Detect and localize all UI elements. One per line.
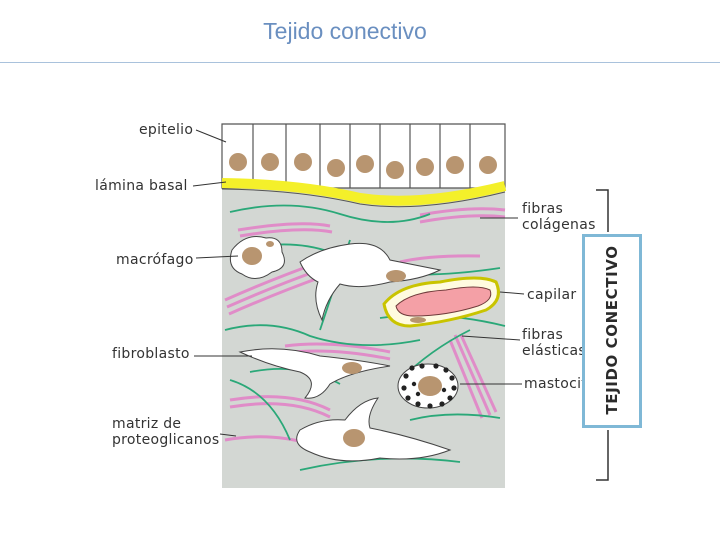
capillary xyxy=(382,276,500,328)
fibroblast xyxy=(296,397,452,462)
label-matriz-proteoglicanos: matriz de proteoglicanos xyxy=(112,416,220,448)
label-macrofago: macrófago xyxy=(116,252,194,268)
epithelial-nucleus xyxy=(294,153,312,171)
connective-tissue-bracket xyxy=(596,189,609,481)
label-epitelio: epitelio xyxy=(139,122,194,138)
slide-title: Tejido conectivo xyxy=(263,18,427,44)
label-fibras-elasticas: fibras elásticas xyxy=(522,327,587,359)
epithelial-nucleus xyxy=(229,153,247,171)
epithelial-nucleus xyxy=(386,161,404,179)
epithelial-nucleus xyxy=(327,159,345,177)
label-fibras-colagenas: fibras colágenas xyxy=(522,201,596,233)
fibroblast xyxy=(299,242,442,322)
epithelial-nucleus xyxy=(261,153,279,171)
label-fibroblasto: fibroblasto xyxy=(112,346,190,362)
label-capilar: capilar xyxy=(527,287,577,303)
epithelium-layer xyxy=(221,123,506,189)
basal-lamina xyxy=(221,178,507,206)
label-lamina-basal: lámina basal xyxy=(95,178,188,194)
connective-tissue-box xyxy=(582,234,642,428)
macrophage xyxy=(229,236,285,279)
title-divider xyxy=(0,62,720,63)
epithelial-nucleus xyxy=(479,156,497,174)
epithelial-nucleus xyxy=(416,158,434,176)
mast-cell xyxy=(397,363,459,409)
label-mastocito: mastocito xyxy=(524,376,596,392)
epithelial-nucleus xyxy=(356,155,374,173)
fibroblast xyxy=(238,348,391,399)
label-leader-lines xyxy=(192,129,525,437)
connective-tissue-label: TEJIDO CONECTIVO xyxy=(603,245,621,415)
epithelial-nucleus xyxy=(446,156,464,174)
